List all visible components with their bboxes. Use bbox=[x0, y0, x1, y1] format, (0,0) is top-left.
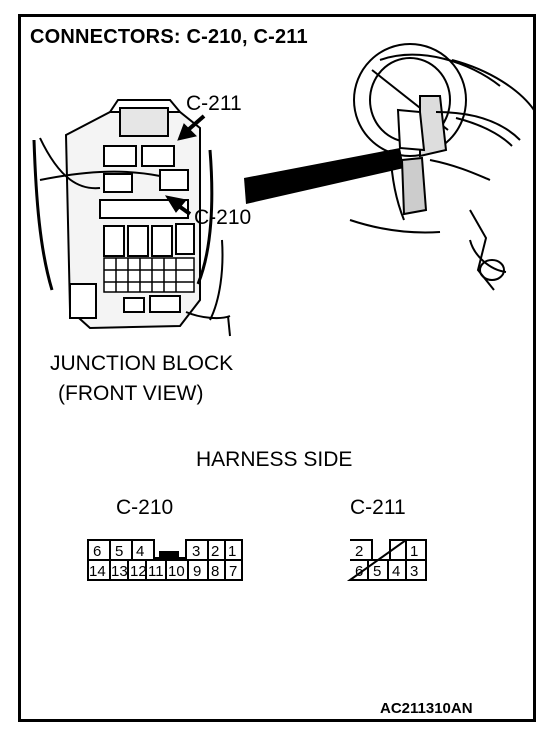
c210-pin: 6 bbox=[93, 543, 101, 560]
front-view-label: (FRONT VIEW) bbox=[58, 382, 204, 405]
c211-connector-label: C-211 bbox=[350, 496, 406, 519]
c211-pin: 2 bbox=[355, 543, 363, 560]
c210-pin: 10 bbox=[168, 563, 185, 580]
junction-block-illustration bbox=[32, 99, 231, 337]
connector-c210 bbox=[87, 539, 243, 581]
c210-pin: 8 bbox=[211, 563, 219, 580]
c210-pin: 5 bbox=[115, 543, 123, 560]
c211-pin: 5 bbox=[373, 563, 381, 580]
c210-pin-labels: 6 5 4 3 2 1 14 13 12 11 10 9 8 7 bbox=[89, 543, 237, 580]
c210-pin: 12 bbox=[130, 563, 147, 580]
c211-pin: 4 bbox=[392, 563, 400, 580]
c211-pin-labels: 2 1 6 5 4 3 bbox=[355, 543, 418, 580]
c210-connector-label: C-210 bbox=[116, 496, 174, 519]
connector-c211 bbox=[346, 539, 427, 581]
c210-pin: 9 bbox=[193, 563, 201, 580]
c210-pin: 2 bbox=[211, 543, 219, 560]
c210-pin: 3 bbox=[192, 543, 200, 560]
harness-side-label: HARNESS SIDE bbox=[196, 448, 353, 471]
c211-callout-label: C-211 bbox=[186, 92, 242, 115]
c210-pin: 13 bbox=[111, 563, 128, 580]
pointer-beam bbox=[244, 148, 404, 204]
c210-pin: 14 bbox=[89, 563, 106, 580]
figure-frame bbox=[18, 14, 536, 722]
page-title: CONNECTORS: C-210, C-211 bbox=[30, 26, 308, 48]
c211-pin: 3 bbox=[410, 563, 418, 580]
c210-pin: 4 bbox=[136, 543, 144, 560]
c210-pin: 11 bbox=[148, 563, 164, 580]
c210-callout-label: C-210 bbox=[194, 206, 252, 229]
callout-arrows bbox=[164, 114, 206, 216]
junction-block-label: JUNCTION BLOCK bbox=[50, 352, 234, 375]
c210-pin: 7 bbox=[229, 563, 237, 580]
c210-pin: 1 bbox=[228, 543, 236, 560]
c211-pin: 6 bbox=[355, 563, 363, 580]
figure-code: AC211310AN bbox=[380, 700, 473, 717]
c211-pin: 1 bbox=[410, 543, 418, 560]
dashboard-illustration bbox=[349, 43, 535, 291]
